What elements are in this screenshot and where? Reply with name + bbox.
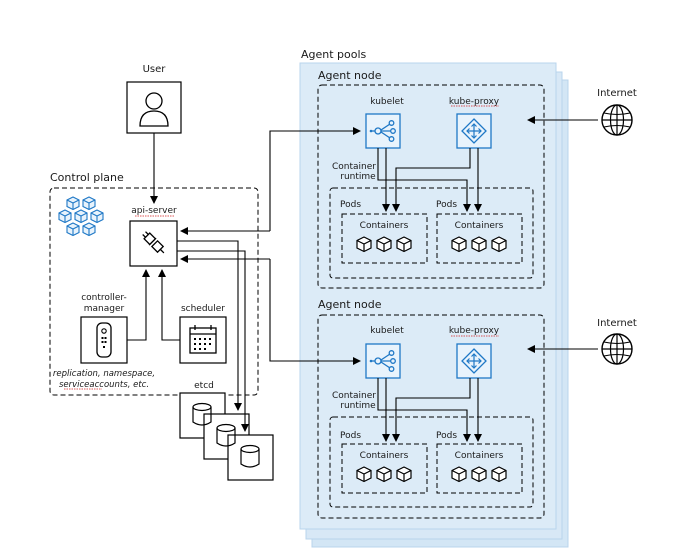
etcd-store-group[interactable] xyxy=(179,392,274,481)
api-server-box[interactable] xyxy=(129,220,178,267)
internet-globe-icon xyxy=(601,333,633,365)
kube-proxy-label: kube-proxy xyxy=(449,97,500,107)
control-plane-border xyxy=(49,187,259,396)
controller-manager-label: controller- xyxy=(81,293,127,303)
calendar-icon xyxy=(189,325,217,354)
controller-manager-box[interactable] xyxy=(80,316,128,364)
pods-label: Pods xyxy=(436,200,457,210)
container-icon xyxy=(491,236,507,253)
control-plane-label: Control plane xyxy=(50,171,124,184)
containers-label: Containers xyxy=(455,451,504,461)
container-icon xyxy=(471,236,487,253)
pod-box xyxy=(436,443,523,494)
kubelet-icon[interactable] xyxy=(365,113,401,149)
container-icon xyxy=(396,236,412,253)
agent-node-border xyxy=(317,84,545,289)
pod-box xyxy=(436,213,523,264)
agent-node-2: Agent node kubelet kube-proxy Container … xyxy=(317,298,637,519)
kube-proxy-label: kube-proxy xyxy=(449,326,500,336)
container-runtime-label-2: runtime xyxy=(340,401,376,411)
user-label: User xyxy=(143,64,167,75)
container-icon xyxy=(356,466,372,483)
etcd-label: etcd xyxy=(194,381,214,391)
kube-proxy-icon[interactable] xyxy=(456,343,492,379)
containers-label: Containers xyxy=(455,221,504,231)
container-icon xyxy=(491,466,507,483)
container-icon xyxy=(451,466,467,483)
container-icon xyxy=(451,236,467,253)
pods-container-border xyxy=(329,416,534,508)
pods-label: Pods xyxy=(340,200,361,210)
pod-box xyxy=(341,213,428,264)
pods-container-border xyxy=(329,187,534,279)
internet-label: Internet xyxy=(597,318,637,329)
plug-icon xyxy=(142,231,165,254)
api-kubelet-connectors xyxy=(180,127,361,365)
user-box[interactable] xyxy=(126,81,182,134)
kubelet-icon[interactable] xyxy=(365,343,401,379)
remote-control-icon xyxy=(96,322,112,358)
scheduler-box[interactable] xyxy=(179,316,227,364)
user-icon xyxy=(139,92,169,127)
container-icon xyxy=(471,466,487,483)
api-server-label: api-server xyxy=(131,206,177,216)
container-runtime-label-2: runtime xyxy=(340,172,376,182)
agent-node-label: Agent node xyxy=(318,69,382,82)
container-icon xyxy=(396,466,412,483)
pods-label: Pods xyxy=(340,431,361,441)
pod-box xyxy=(341,443,428,494)
controller-manager-label-2: manager xyxy=(84,304,125,314)
containers-label: Containers xyxy=(360,451,409,461)
containers-label: Containers xyxy=(360,221,409,231)
agent-pools-label: Agent pools xyxy=(301,48,367,61)
controllers-note-line-1: replication, namespace, xyxy=(53,369,155,379)
internet-globe-icon xyxy=(601,104,633,136)
agent-node-1: Agent node kubelet kube-proxy Container … xyxy=(317,69,637,289)
kubelet-label: kubelet xyxy=(370,97,404,107)
container-icon xyxy=(376,236,392,253)
container-runtime-label: Container xyxy=(332,162,376,172)
container-icon xyxy=(356,236,372,253)
agent-node-label: Agent node xyxy=(318,298,382,311)
kube-proxy-icon[interactable] xyxy=(456,113,492,149)
database-icon xyxy=(192,402,260,468)
agent-pool-front xyxy=(299,62,557,530)
container-icon xyxy=(376,466,392,483)
kubernetes-cluster-icon xyxy=(58,196,104,237)
agent-node-border xyxy=(317,314,545,519)
container-runtime-label: Container xyxy=(332,391,376,401)
pods-label: Pods xyxy=(436,431,457,441)
controllers-note-line-2: serviceaccounts, etc. xyxy=(59,380,149,390)
kubelet-label: kubelet xyxy=(370,326,404,336)
scheduler-label: scheduler xyxy=(181,304,225,314)
control-plane-group: Control plane api-server controller- man… xyxy=(49,171,274,481)
internet-label: Internet xyxy=(597,88,637,99)
user-group: User xyxy=(126,64,182,204)
agent-pools-group: Agent pools xyxy=(299,48,569,548)
